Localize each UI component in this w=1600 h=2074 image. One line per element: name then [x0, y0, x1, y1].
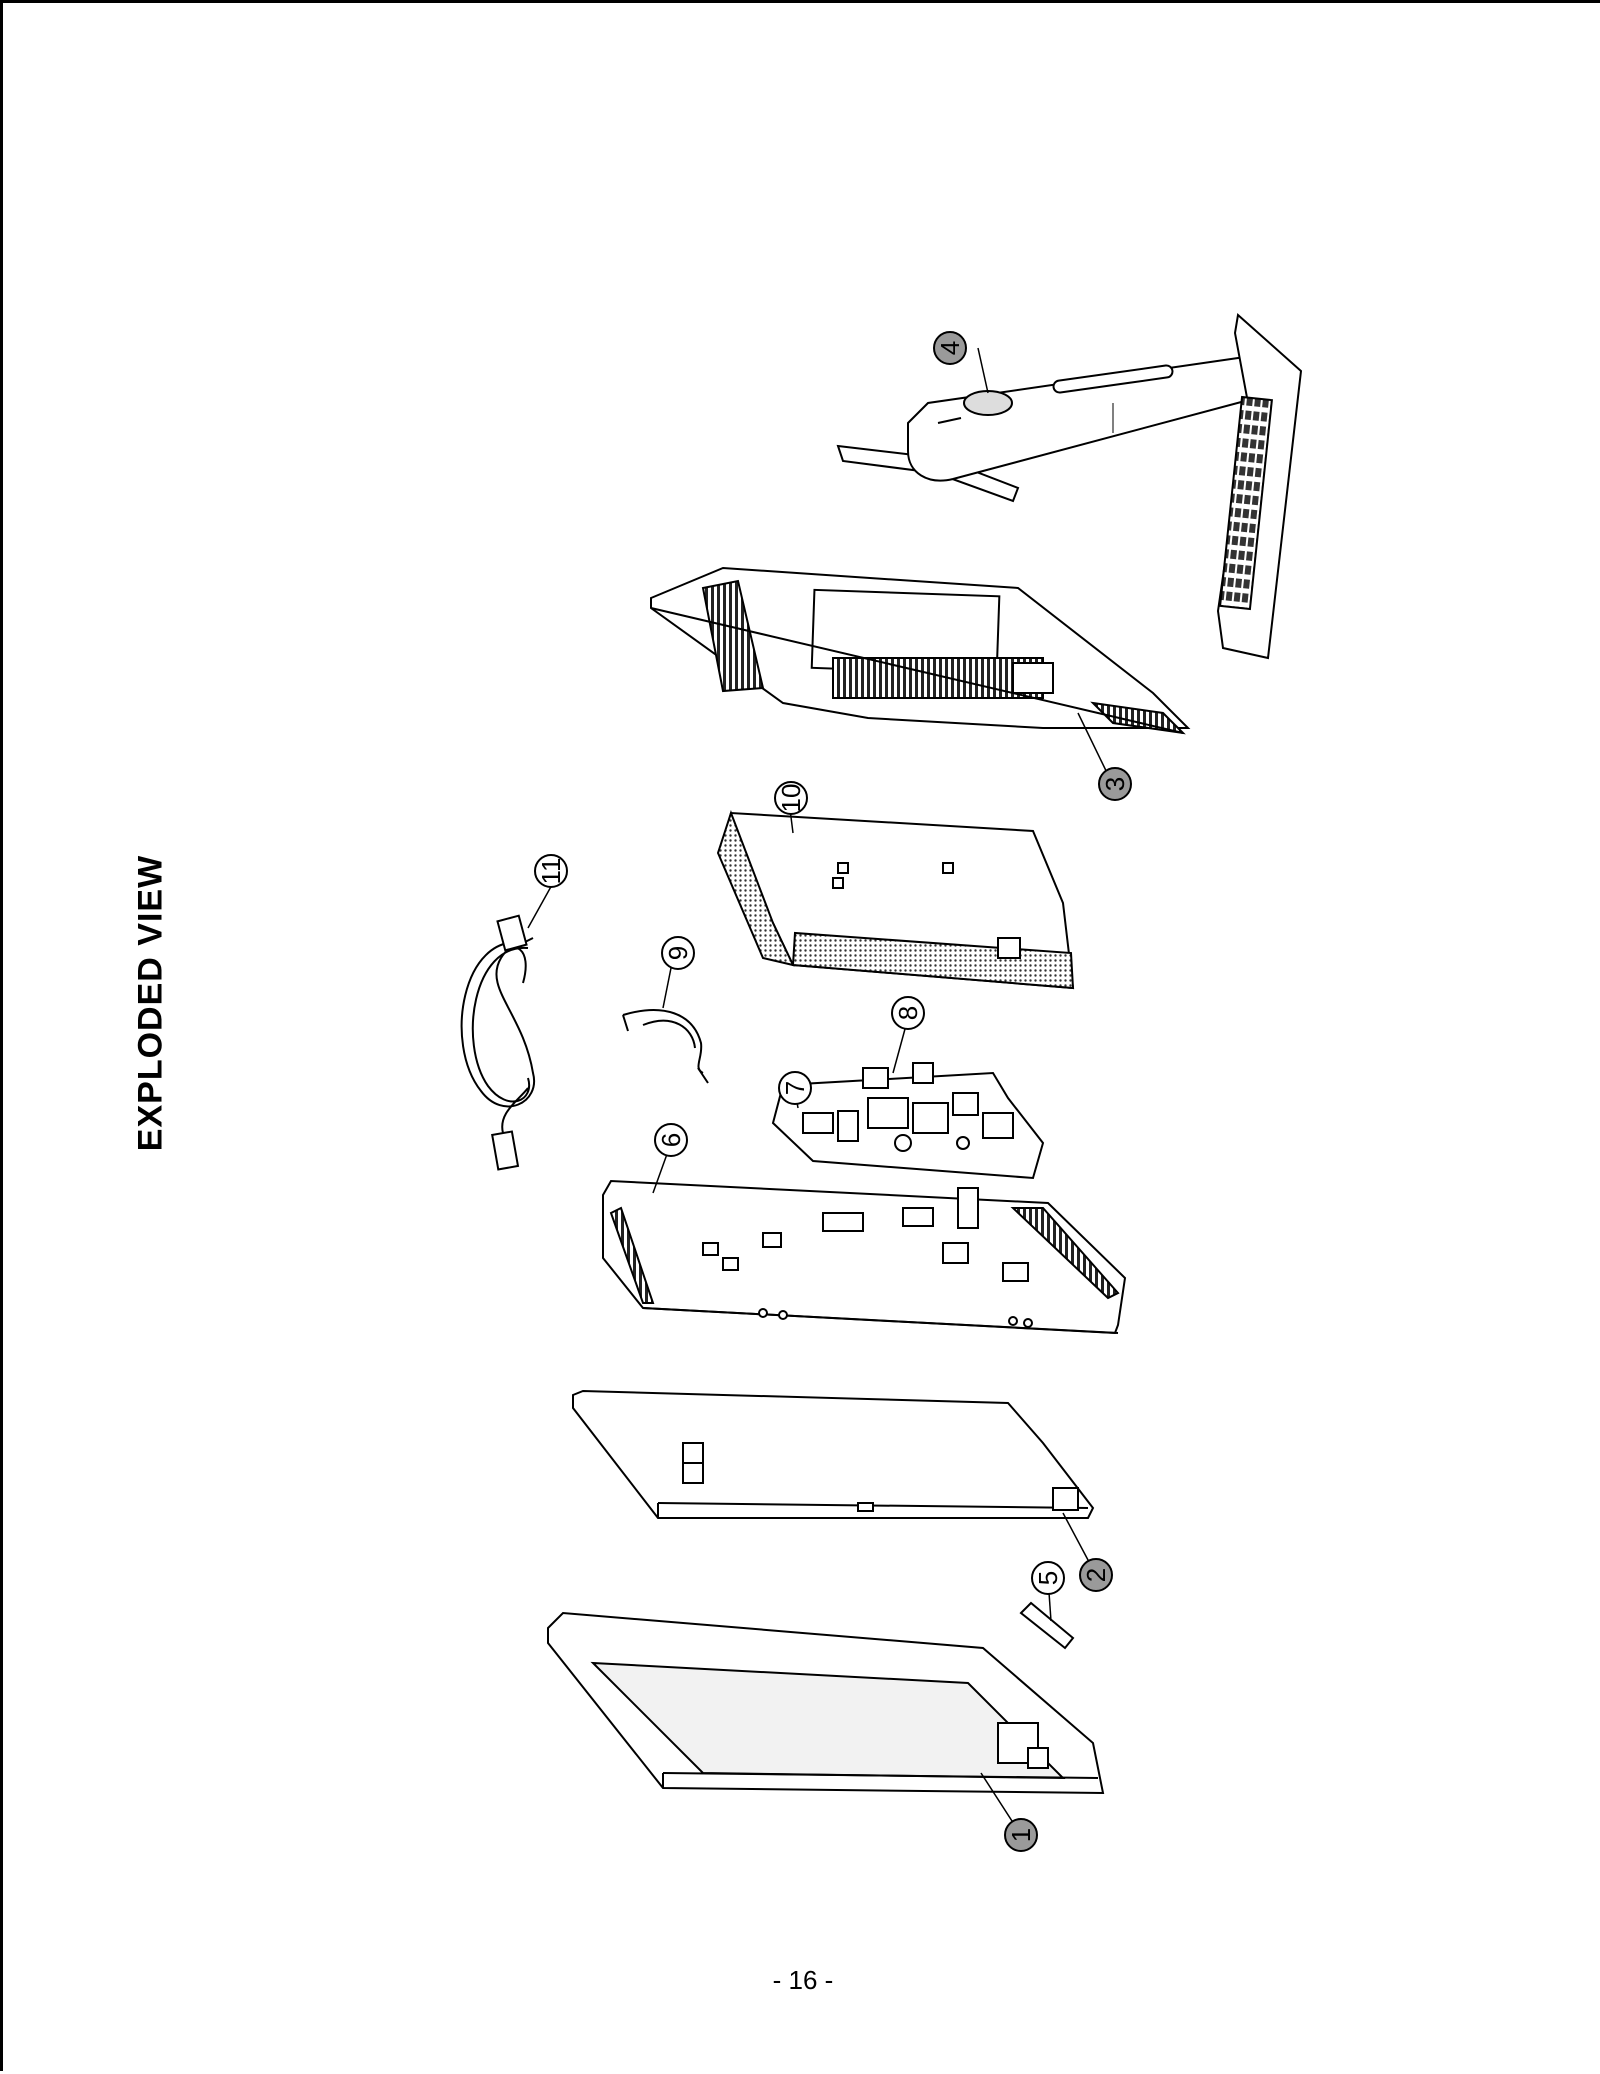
exploded-view-drawing: 1 2 3 4 5 6 7 8: [460, 313, 1303, 1852]
lcd-panel-part: [572, 1389, 1095, 1519]
svg-text:1: 1: [1006, 1828, 1036, 1842]
callout-3: 3: [1098, 767, 1132, 801]
key-board-part: [1019, 1601, 1075, 1650]
shield-cover-part: [716, 809, 1075, 990]
svg-text:10: 10: [776, 784, 806, 813]
callout-6: 6: [654, 1123, 688, 1157]
page-number: - 16 -: [772, 1965, 834, 1995]
svg-text:11: 11: [536, 858, 566, 885]
callout-4: 4: [933, 331, 967, 365]
callout-7: 7: [778, 1071, 812, 1105]
cable-part: [460, 914, 536, 1171]
callout-8: 8: [891, 996, 925, 1030]
main-board-part: [771, 1062, 1045, 1180]
harness-part: [622, 1009, 709, 1084]
svg-text:4: 4: [935, 341, 965, 355]
chassis-part: [602, 1179, 1127, 1335]
svg-text:8: 8: [893, 1006, 923, 1020]
callout-1: 1: [1004, 1818, 1038, 1852]
svg-text:9: 9: [663, 946, 693, 960]
svg-text:7: 7: [780, 1081, 810, 1095]
callout-10: 10: [774, 781, 808, 815]
callout-5: 5: [1031, 1561, 1065, 1595]
callout-11: 11: [534, 854, 568, 888]
front-bezel-part: [547, 1611, 1105, 1795]
stand-part: [836, 313, 1303, 660]
callout-9: 9: [661, 936, 695, 970]
svg-text:5: 5: [1033, 1571, 1063, 1585]
svg-text:3: 3: [1100, 777, 1130, 791]
svg-text:2: 2: [1081, 1568, 1111, 1582]
svg-text:6: 6: [656, 1133, 686, 1147]
back-cover-part: [650, 566, 1191, 735]
callout-2: 2: [1079, 1558, 1113, 1592]
